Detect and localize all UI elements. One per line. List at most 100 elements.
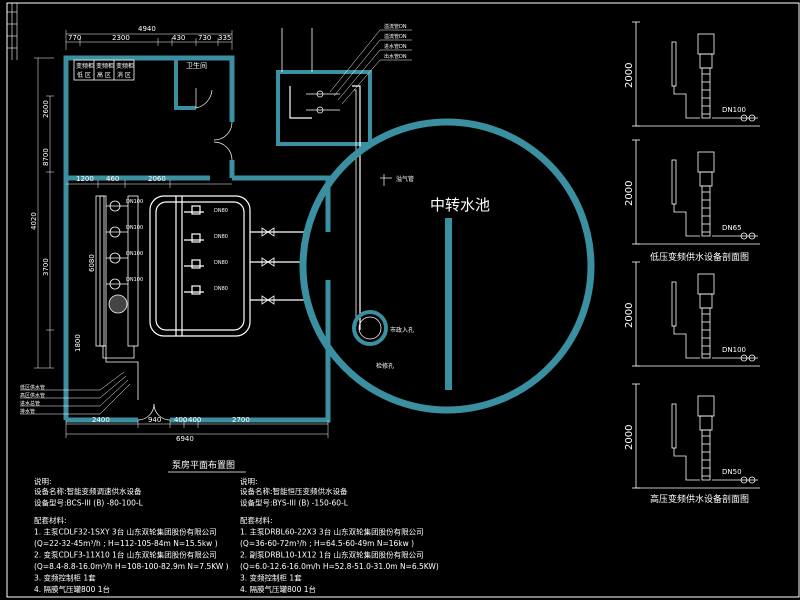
notes-right-line-4: 1. 主泵DRBL60-22X3 3台 山东双轮集团股份有限公司	[240, 527, 424, 537]
pipe-label-3: DN100	[126, 251, 143, 257]
notes-left-line-2: 设备型号:BCS-III (B) -80-100-L	[34, 498, 144, 508]
left-dimensions	[34, 57, 54, 369]
valve-box-leaders	[329, 29, 412, 105]
notes-right-line-2: 设备型号:BYS-III (B) -150-60-L	[240, 498, 349, 508]
dim-left-1: 2600	[42, 100, 50, 118]
pipe-label-r1: DN80	[214, 208, 228, 214]
legend-bottom-4: 排水管	[20, 408, 35, 415]
dim-left-2: 8700	[42, 148, 50, 166]
cabinet-label-2: 变频柜	[96, 62, 114, 70]
dim-top-2: 2300	[112, 34, 130, 42]
dim-top-5: 335	[218, 34, 231, 42]
section-height-1: 2000	[624, 63, 635, 88]
section-title-low: 低压变频供水设备剖面图	[650, 251, 749, 263]
notes-left-line-6: 2. 变泵CDLF3-11X10 1台 山东双轮集团股份有限公司	[34, 550, 217, 560]
dim-bottom-total: 6940	[176, 435, 194, 443]
legend-bottom-2: 高区供水管	[20, 392, 45, 399]
pipe-label-2: DN100	[126, 225, 143, 231]
pool-label: 中转水池	[430, 196, 490, 214]
dim-left-total: 4020	[30, 212, 38, 230]
section-pipe-4: DN50	[722, 468, 742, 476]
section-pipe-3: DN100	[722, 346, 746, 354]
title-block-stub	[6, 3, 18, 60]
cabinet-sub-1: 低 区	[77, 71, 91, 79]
manhole-label: 检修孔	[376, 362, 394, 370]
legend-bottom-1: 低区供水管	[20, 384, 45, 391]
section-height-4: 2000	[624, 425, 635, 450]
pump-set-left	[95, 195, 139, 400]
cabinet-label-3: 变频柜	[116, 62, 134, 70]
pipe-label-r3: DN80	[214, 260, 228, 266]
pipe-label-1: DN100	[126, 199, 143, 205]
section-title-high: 高压变频供水设备剖面图	[650, 493, 749, 505]
pipe-label-r2: DN80	[214, 234, 228, 240]
dim-bottom-1: 2400	[92, 416, 110, 424]
dim-bottom-3: 400	[174, 416, 187, 424]
pump-set-right	[149, 195, 304, 337]
dim-left-5: 6080	[88, 254, 96, 272]
plan-title: 泵房平面布置图	[172, 459, 235, 471]
pipe-label-4: DN100	[126, 277, 143, 283]
legend-top-4: 出水管DN	[384, 53, 407, 60]
legend-bottom-3: 进水总管	[20, 400, 40, 407]
legend-top-1: 溢流管DN	[384, 23, 407, 30]
dim-bottom-4: 400	[188, 416, 201, 424]
legend-top-3: 进水管DN	[384, 43, 407, 50]
transfer-pool	[299, 118, 595, 414]
bottom-dimensions	[65, 420, 329, 438]
dim-top-1: 770	[68, 34, 81, 42]
section-pipe-1: DN100	[722, 106, 746, 114]
dim-top-total: 4940	[138, 25, 156, 33]
notes-right-line-6: 2. 副泵DRBL10-1X12 1台 山东双轮集团股份有限公司	[240, 550, 424, 560]
cabinet-label-1: 变频柜	[76, 62, 94, 70]
notes-right-line-5: (Q=36-60-72m³/h ; H=64.5-60-49m N=16kw )	[240, 539, 414, 548]
dim-mid-1: 1200	[76, 175, 94, 183]
pump-room-walls	[63, 55, 331, 423]
wc-label: 卫生间	[186, 61, 207, 70]
section-height-3: 2000	[624, 303, 635, 328]
dim-mid-2: 460	[106, 175, 119, 183]
notes-right-line-7: (Q=6.0-12.6-16.0m/h H=52.8-51.0-31.0m N=…	[240, 562, 439, 571]
dim-top-4: 730	[198, 34, 211, 42]
cabinet-sub-2: 高 区	[97, 71, 111, 79]
notes-left-line-3: 配套材料:	[34, 515, 67, 525]
dim-bottom-5: 2700	[232, 416, 250, 424]
section-height-2: 2000	[624, 181, 635, 206]
dim-mid-3: 2060	[148, 175, 166, 183]
notes-right-line-9: 4. 隔膜气压罐800 1台	[240, 584, 316, 594]
notes-right-heading: 说明:	[240, 476, 258, 486]
notes-left-line-7: (Q=8.4-8.8-16.0m³/h H=108-100-82.9m N=7.…	[34, 562, 229, 571]
notes-right-line-1: 设备名称:智能恒压变频供水设备	[240, 486, 348, 496]
drawing-frame	[6, 2, 800, 598]
overflow-label: 溢气管	[396, 175, 414, 183]
notes-left-line-1: 设备名称:智能变频调速供水设备	[34, 486, 142, 496]
doors	[137, 121, 233, 421]
section-pipe-2: DN65	[722, 224, 742, 232]
dim-bottom-2: 940	[148, 416, 161, 424]
notes-left-line-5: (Q=22-32-45m³/h ; H=112-105-84m N=15.5kw…	[34, 539, 218, 548]
notes-left-line-9: 4. 隔膜气压罐800 1台	[34, 584, 110, 594]
notes-left-line-4: 1. 主泵CDLF32-1SXY 3台 山东双轮集团股份有限公司	[34, 527, 217, 537]
dim-top-3: 430	[172, 34, 185, 42]
valves	[261, 227, 275, 305]
valve-box	[276, 70, 372, 330]
notes-left-line-8: 3. 变频控制柜 1套	[34, 573, 96, 583]
dim-left-4: 1800	[74, 334, 82, 352]
pipe-label-r4: DN80	[214, 286, 228, 292]
legend-leaders	[20, 371, 131, 415]
notes-right-line-3: 配套材料:	[240, 515, 273, 525]
notes-left-heading: 说明:	[34, 476, 52, 486]
mid-dimensions	[66, 180, 232, 188]
notes-right-line-8: 3. 变频控制柜 1套	[240, 573, 302, 583]
control-cabinets: 变频柜 变频柜 变频柜 低 区 高 区 消 区	[73, 59, 135, 81]
top-dimensions	[65, 30, 233, 50]
